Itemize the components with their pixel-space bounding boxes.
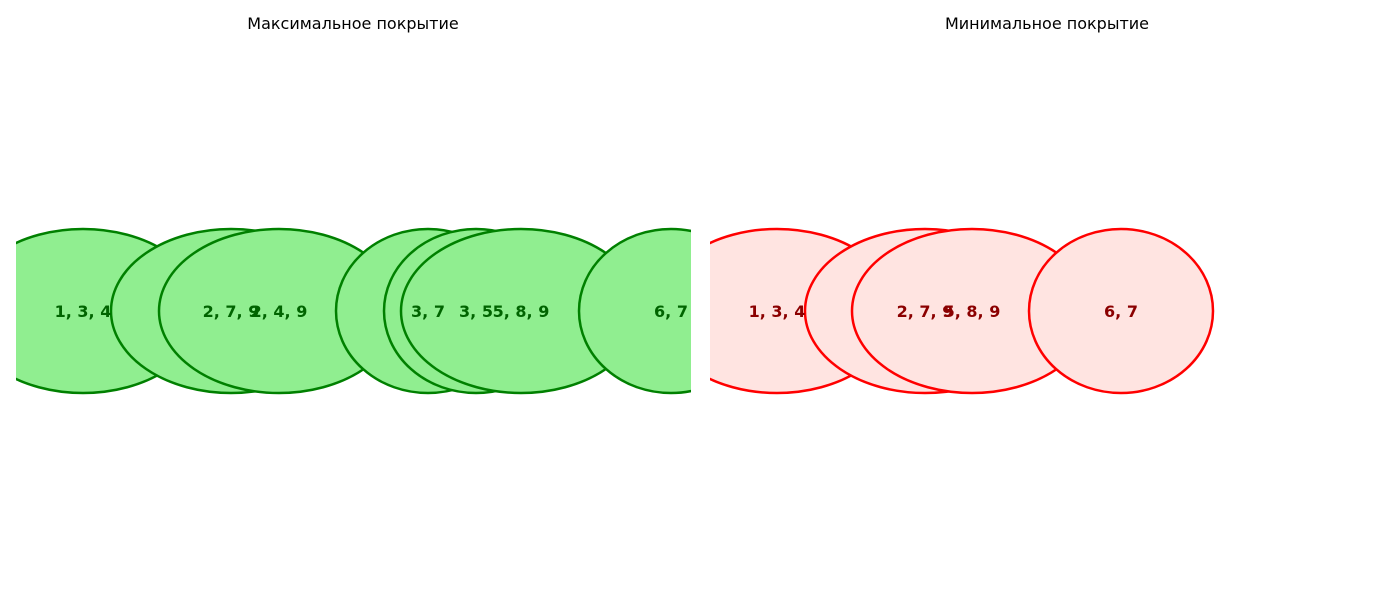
min-cover-panel: Минимальное покрытие 1, 3, 4 2, 7, 95, 8,…	[710, 14, 1215, 395]
max-cover-circles	[16, 227, 691, 395]
min-set-circle	[1027, 227, 1215, 395]
min-set-label: 5, 8, 9	[944, 302, 1001, 321]
min-set-label: 6, 7	[1104, 302, 1138, 321]
max-set-circle	[577, 227, 691, 395]
max-set-label: 5, 8, 9	[493, 302, 550, 321]
min-cover-labels: 1, 3, 4 2, 7, 95, 8, 9 6, 7	[749, 302, 1138, 321]
max-cover-panel: Максимальное покрытие 1, 3, 4 2, 7, 92, 4…	[16, 14, 691, 395]
min-cover-title: Минимальное покрытие	[945, 14, 1149, 33]
min-cover-circles	[710, 227, 1215, 395]
max-cover-title: Максимальное покрытие	[247, 14, 458, 33]
min-set-label: 1, 3, 4	[749, 302, 806, 321]
max-set-label: 2, 4, 9	[251, 302, 308, 321]
max-set-label: 2, 7, 9	[203, 302, 260, 321]
max-set-label: 3, 5	[459, 302, 493, 321]
max-set-label: 3, 7	[411, 302, 445, 321]
max-set-label: 6, 7	[654, 302, 688, 321]
min-set-label: 2, 7, 9	[897, 302, 954, 321]
max-set-label: 1, 3, 4	[55, 302, 112, 321]
